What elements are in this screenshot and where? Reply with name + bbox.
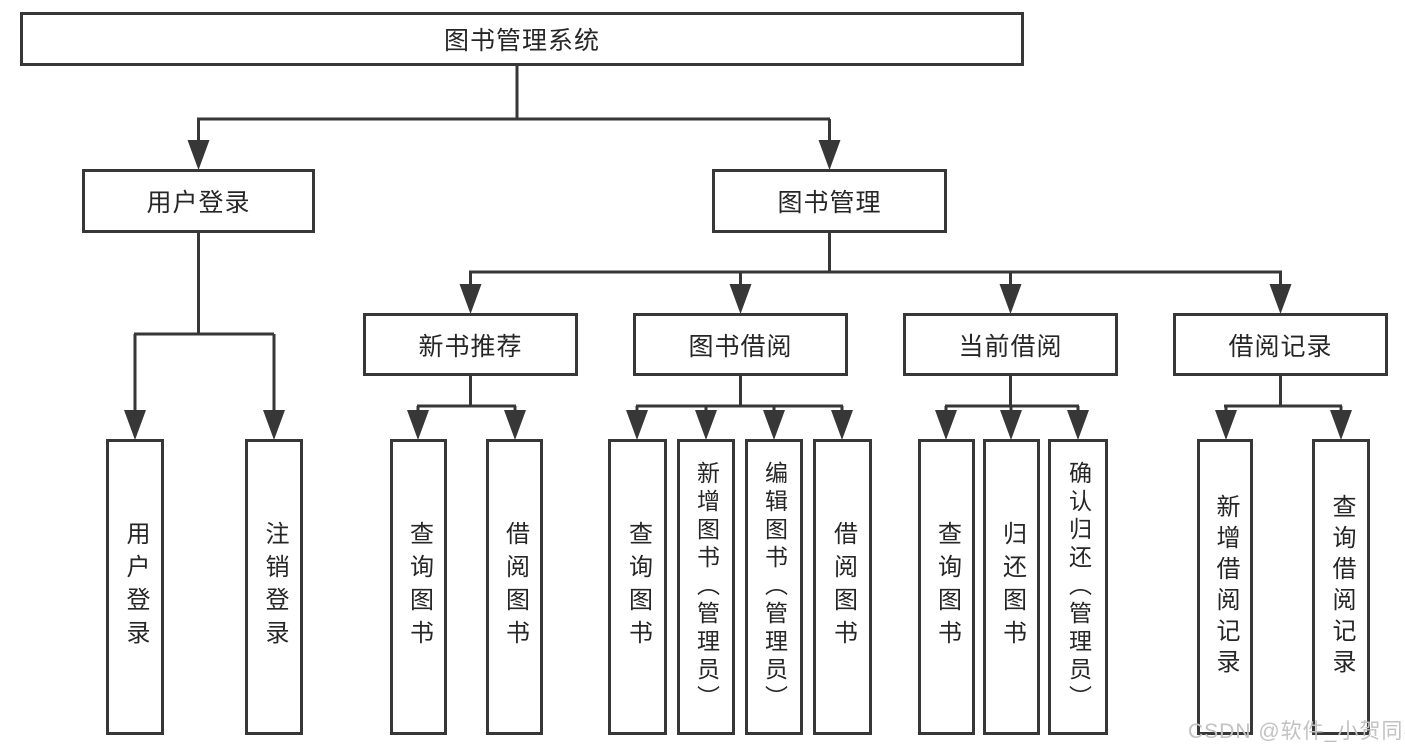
leaf-logout-label: 注销登录 xyxy=(261,521,288,653)
leaf-return-book: 归还图书 xyxy=(983,439,1040,735)
leaf-add-borrow-record-label: 新增借阅记录 xyxy=(1212,494,1239,680)
leaf-query-book-current-label: 查询图书 xyxy=(933,521,961,653)
connector-book-management xyxy=(459,233,1292,314)
node-user-login: 用户登录 xyxy=(82,169,315,233)
leaf-query-book-current: 查询图书 xyxy=(918,439,975,735)
leaf-edit-book-admin: 编辑图书（管理员） xyxy=(745,439,803,735)
leaf-query-book-recommend: 查询图书 xyxy=(390,439,447,735)
leaf-query-book-recommend-label: 查询图书 xyxy=(405,521,433,653)
node-root-label: 图书管理系统 xyxy=(443,27,600,55)
node-root: 图书管理系统 xyxy=(20,12,1024,66)
node-book-borrowing: 图书借阅 xyxy=(633,313,848,376)
connector-borrowing-records xyxy=(1215,375,1352,440)
watermark: CSDN @软件_小贺同学 xyxy=(1188,720,1405,743)
leaf-borrow-book-recommend-label: 借阅图书 xyxy=(501,521,529,653)
node-book-borrowing-label: 图书借阅 xyxy=(688,332,793,361)
leaf-add-book-admin: 新增图书（管理员） xyxy=(677,439,735,735)
leaf-query-borrow-record-label: 查询借阅记录 xyxy=(1328,494,1355,680)
node-user-login-label: 用户登录 xyxy=(146,189,251,217)
connector-root xyxy=(187,64,841,170)
leaf-logout: 注销登录 xyxy=(245,439,303,735)
node-borrowing-records: 借阅记录 xyxy=(1173,313,1388,376)
leaf-return-book-label: 归还图书 xyxy=(998,521,1026,653)
connector-current-borrowing xyxy=(935,375,1089,440)
leaf-confirm-return-admin: 确认归还（管理员） xyxy=(1048,439,1108,735)
leaf-query-book-borrowing-label: 查询图书 xyxy=(624,521,652,653)
connector-new-book-recommend xyxy=(407,375,526,440)
leaf-borrow-book-borrowing: 借阅图书 xyxy=(813,439,872,735)
leaf-query-borrow-record: 查询借阅记录 xyxy=(1312,439,1370,735)
leaf-borrow-book-borrowing-label: 借阅图书 xyxy=(829,521,857,653)
node-new-book-recommend-label: 新书推荐 xyxy=(418,332,523,361)
leaf-edit-book-admin-label: 编辑图书（管理员） xyxy=(761,461,788,713)
node-borrowing-records-label: 借阅记录 xyxy=(1228,332,1333,361)
leaf-user-login: 用户登录 xyxy=(106,439,164,735)
connector-user-login xyxy=(124,233,285,440)
node-book-management-label: 图书管理 xyxy=(777,189,882,217)
node-current-borrowing: 当前借阅 xyxy=(903,313,1118,376)
leaf-add-book-admin-label: 新增图书（管理员） xyxy=(693,461,720,713)
leaf-add-borrow-record: 新增借阅记录 xyxy=(1197,439,1253,735)
leaf-query-book-borrowing: 查询图书 xyxy=(608,439,667,735)
node-new-book-recommend: 新书推荐 xyxy=(363,313,578,376)
node-current-borrowing-label: 当前借阅 xyxy=(958,332,1063,361)
connector-book-borrowing xyxy=(626,375,853,440)
node-book-management: 图书管理 xyxy=(712,169,947,233)
leaf-confirm-return-admin-label: 确认归还（管理员） xyxy=(1065,461,1092,713)
leaf-borrow-book-recommend: 借阅图书 xyxy=(486,439,543,735)
leaf-user-login-label: 用户登录 xyxy=(122,521,149,653)
